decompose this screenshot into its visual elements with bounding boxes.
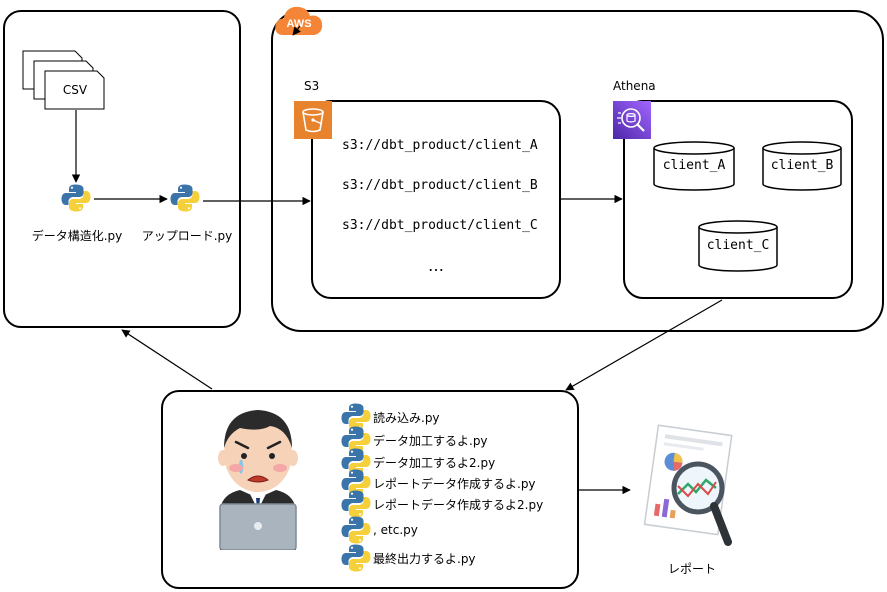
s3-bucket-icon [294,101,332,139]
report-label: レポート [668,562,717,576]
s3-panel [311,100,561,299]
script-item-label: データ加工するよ2.py [373,455,496,470]
script-item-label: 最終出力するよ.py [373,551,476,566]
table-cylinder-client-b [762,141,842,191]
script-item: 最終出力するよ.py [341,544,476,572]
script-item-label: データ加工するよ.py [373,433,488,448]
python-icon [341,544,371,572]
crying-worker-icon [218,410,298,550]
python-icon [341,490,371,518]
upload-script-label: アップロード.py [141,229,233,243]
structurize-script-label: データ構造化.py [31,229,123,243]
script-item-label: レポートデータ作成するよ.py [373,476,536,491]
table-label-client-c: client_C [706,238,770,253]
s3-path-client-c: s3://dbt_product/client_C [342,218,538,233]
python-icon [341,516,371,544]
arrow-worker-to-local [121,329,213,390]
table-label-client-a: client_A [662,158,726,173]
csv-label: CSV [62,83,88,97]
s3-more-ellipsis: … [428,256,444,275]
script-item: , etc.py [341,516,418,544]
script-item-label: , etc.py [373,523,418,537]
s3-path-client-a: s3://dbt_product/client_A [342,138,538,153]
document-stack-icon [22,50,105,110]
table-cylinder-client-c [698,220,778,272]
python-icon [61,184,91,212]
s3-title: S3 [304,79,320,93]
script-item: レポートデータ作成するよ2.py [341,490,544,518]
table-cylinder-client-a [653,141,735,191]
s3-path-client-b: s3://dbt_product/client_B [342,178,538,193]
athena-icon [613,101,651,139]
script-item: データ加工するよ2.py [341,448,496,476]
arrow-aws-badge-pointer [292,25,301,36]
script-item: レポートデータ作成するよ.py [341,469,536,497]
script-item-label: レポートデータ作成するよ2.py [373,497,544,512]
arrow-athena-to-worker [565,299,723,391]
table-label-client-b: client_B [770,158,834,173]
script-item: 読み込み.py [341,403,440,431]
report-magnifier-icon [643,424,733,546]
script-item-label: 読み込み.py [373,410,440,425]
python-icon [170,184,200,212]
athena-title: Athena [613,79,656,93]
